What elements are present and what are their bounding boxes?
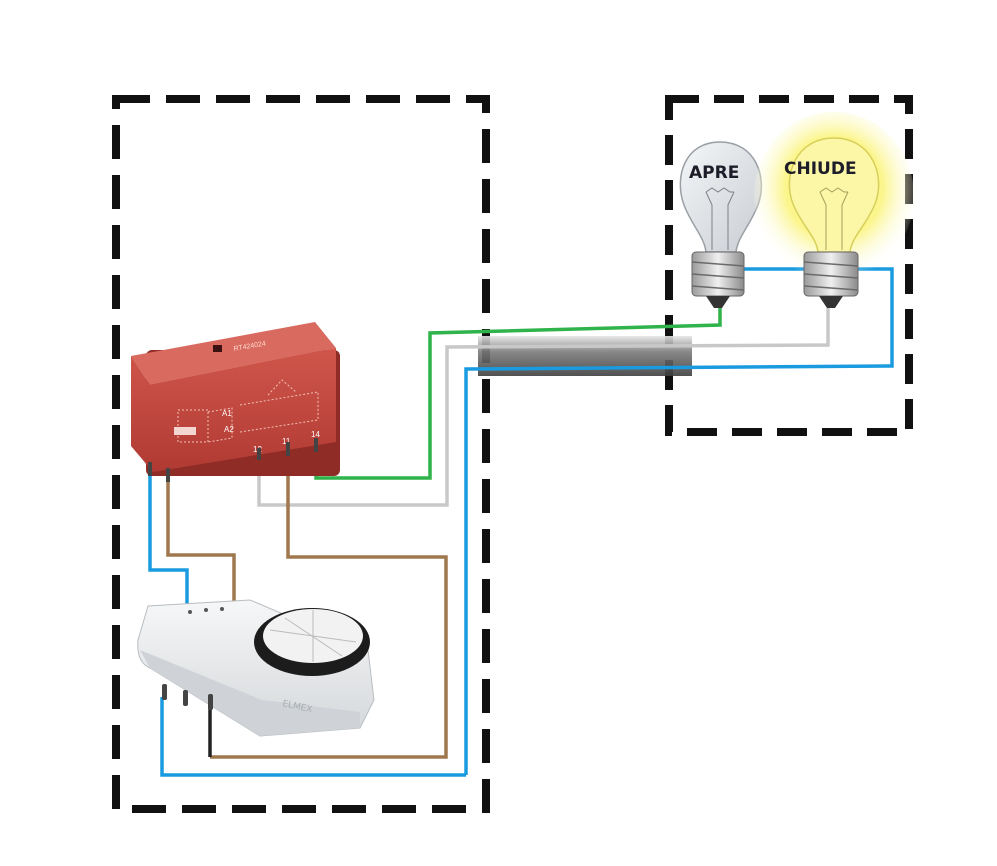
relay-pin-label-14: 14: [311, 430, 320, 439]
relay-coil-symbol: [174, 427, 196, 435]
relay-coil-label-a1: A1: [222, 409, 232, 418]
lamp-apre-label: APRE: [689, 163, 739, 183]
lamp-apre: APRE: [679, 141, 763, 308]
wire-gray: [257, 308, 830, 507]
relay-indicator-led: [213, 345, 222, 352]
timer-indicator-dots: [188, 607, 224, 614]
lamp-chiude-thread: [803, 261, 859, 291]
wire-green: [314, 308, 722, 480]
left-enclosure-frame: [112, 95, 490, 813]
timer-plug: ELMEX: [137, 599, 375, 737]
relay-schematic: [177, 379, 319, 443]
lamp-apre-glass: [679, 141, 763, 253]
lamp-apre-tip: [706, 296, 730, 308]
relay-coil-label-a2: A2: [224, 425, 234, 434]
lamp-chiude: CHIUDE: [754, 112, 914, 308]
timer-prongs: [162, 684, 213, 710]
wire-blue-return: [160, 697, 466, 777]
wire-brown-coil: [166, 475, 236, 612]
relay-pins: [148, 438, 318, 482]
relay-top-face: [131, 322, 336, 385]
relay-pin-label-11: 11: [282, 437, 291, 446]
lamp-chiude-tip: [819, 296, 843, 308]
lamp-apre-thread: [691, 261, 745, 291]
wire-brown-common: [210, 455, 448, 759]
lamp-chiude-label: CHIUDE: [784, 159, 857, 179]
lamp-apre-filament: [705, 187, 735, 250]
right-enclosure-frame: [665, 95, 913, 436]
timer-front-face: [140, 650, 360, 736]
relay: RT424024 A1 A2 12 11 14: [131, 322, 340, 482]
lamp-chiude-filament: [819, 187, 849, 250]
wire-blue-coil: [148, 465, 189, 605]
timer-dial-segments: [269, 610, 357, 662]
relay-body: [131, 348, 336, 472]
